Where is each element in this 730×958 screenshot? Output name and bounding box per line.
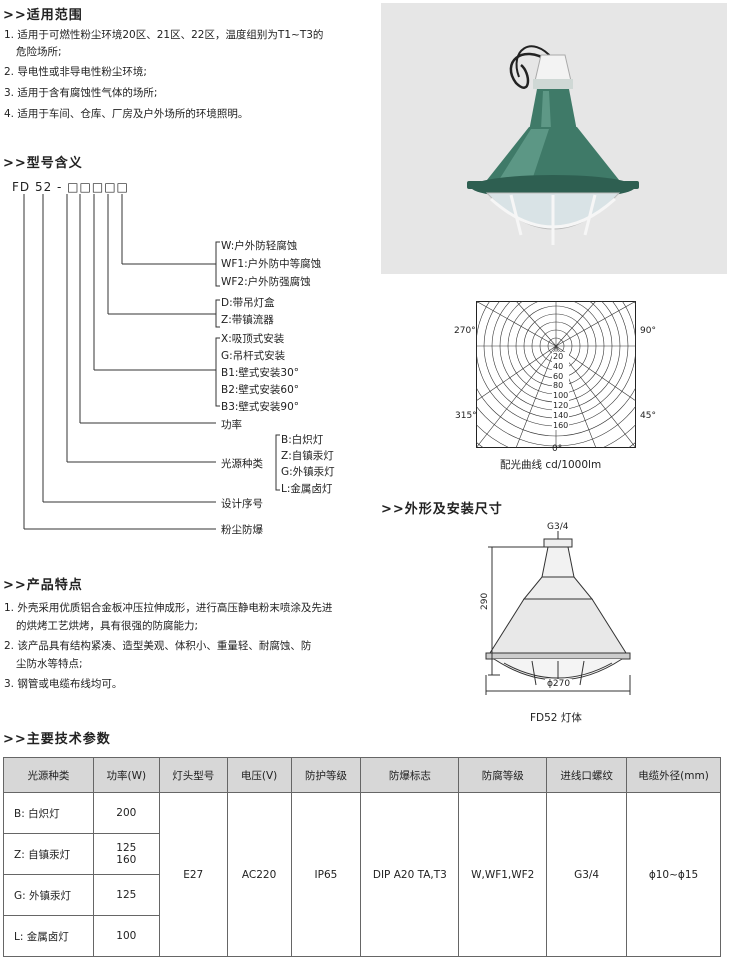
light-source-label: 光源种类: [221, 458, 263, 470]
header-ex: 防爆标志: [360, 757, 460, 793]
feature-2b: 尘防水等特点;: [16, 658, 83, 670]
lamp-photo: [381, 3, 727, 274]
angle-0: 0°: [552, 444, 563, 454]
feature-1b: 的烘烤工艺烘烤，具有很强的防腐能力;: [16, 620, 199, 632]
row2-source: Z: 自镇汞灯: [3, 833, 94, 875]
mount-b1: B1:壁式安装30°: [221, 367, 300, 379]
lamp-photo-illustration: [467, 45, 639, 245]
model-power: 功率: [221, 419, 242, 431]
scope-item-1b: 危险场所;: [16, 46, 62, 58]
ring-80: 80: [553, 381, 564, 391]
row4-source: L: 金属卤灯: [3, 915, 94, 957]
polar-caption: 配光曲线 cd/1000lm: [500, 459, 602, 471]
dim-diameter: ϕ270: [545, 679, 573, 689]
table-row: B: 白炽灯 200 E27 AC220 IP65 DIP A20 TA,T3 …: [3, 792, 721, 957]
ring-40: 40: [553, 361, 564, 371]
header-source: 光源种类: [3, 757, 94, 793]
spec-title: >>主要技术参数: [3, 732, 111, 747]
light-source-l: L:金属卤灯: [281, 483, 333, 495]
spec-table: 光源种类 功率(W) 灯头型号 电压(V) 防护等级 防爆标志 防腐等级 进线口…: [3, 757, 721, 957]
light-source-b: B:白炽灯: [281, 434, 324, 446]
row2-power-a: 125: [116, 842, 137, 854]
table-row: Z: 自镇汞灯 125 160: [3, 833, 721, 875]
ex-mark: DIP A20 TA,T3: [360, 792, 460, 957]
row3-source: G: 外镇汞灯: [3, 874, 94, 916]
row1-power: 200: [92, 792, 160, 834]
model-tree-lines: [23, 194, 280, 530]
header-voltage: 电压(V): [226, 757, 292, 793]
header-anticorrosion: 防腐等级: [458, 757, 548, 793]
design-number: 设计序号: [221, 498, 263, 510]
header-thread: 进线口螺纹: [546, 757, 628, 793]
dimension-title: >>外形及安装尺寸: [381, 502, 503, 517]
header-cable: 电缆外径(mm): [626, 757, 721, 793]
dustproof: 粉尘防爆: [221, 524, 263, 536]
feature-3: 3. 钢管或电缆布线均可。: [4, 678, 123, 690]
row2-power-b: 160: [116, 854, 137, 866]
corrosion-w: W:户外防轻腐蚀: [221, 240, 298, 252]
corrosion-wf2: WF2:户外防强腐蚀: [221, 276, 311, 288]
accessory-d: D:带吊灯盒: [221, 297, 275, 309]
ring-20: 20: [553, 352, 564, 361]
dim-thread: G3/4: [547, 522, 569, 532]
row4-power: 100: [92, 915, 160, 957]
mount-b3: B3:壁式安装90°: [221, 401, 300, 413]
header-ip: 防护等级: [290, 757, 362, 793]
angle-315: 315°: [455, 411, 477, 421]
header-power: 功率(W): [92, 757, 160, 793]
thread: G3/4: [546, 792, 628, 957]
header-base: 灯头型号: [158, 757, 228, 793]
polar-ring-labels: 20 40 60 80 100 120 140 160: [552, 352, 570, 431]
corrosion-wf1: WF1:户外防中等腐蚀: [221, 258, 322, 270]
model-title: >>型号含义: [3, 156, 83, 171]
mount-x: X:吸顶式安装: [221, 333, 285, 345]
features-title: >>产品特点: [3, 578, 83, 593]
row1-source: B: 白炽灯: [3, 792, 94, 834]
model-code: FD 52 - □□□□□: [12, 180, 129, 194]
row2-power: 125 160: [92, 833, 160, 875]
lamp-base: E27: [158, 792, 228, 957]
anticorrosion: W,WF1,WF2: [458, 792, 548, 957]
mount-g: G:吊杆式安装: [221, 350, 286, 362]
ring-60: 60: [553, 371, 564, 381]
scope-item-2: 2. 导电性或非导电性粉尘环境;: [4, 66, 147, 78]
spec-header-row: 光源种类 功率(W) 灯头型号 电压(V) 防护等级 防爆标志 防腐等级 进线口…: [3, 757, 721, 793]
scope-title: >>适用范围: [3, 8, 83, 23]
ring-160: 160: [553, 420, 569, 430]
voltage: AC220: [226, 792, 292, 957]
mount-b2: B2:壁式安装60°: [221, 384, 300, 396]
table-row: G: 外镇汞灯 125: [3, 874, 721, 916]
ip-rating: IP65: [290, 792, 362, 957]
feature-1: 1. 外壳采用优质铝合金板冲压拉伸成形，进行高压静电粉末喷涂及先进: [4, 602, 333, 614]
angle-45: 45°: [640, 411, 656, 421]
angle-270: 270°: [454, 326, 476, 336]
light-source-g: G:外镇汞灯: [281, 466, 335, 478]
dim-caption: FD52 灯体: [530, 712, 582, 724]
feature-2: 2. 该产品具有结构紧凑、造型美观、体积小、重量轻、耐腐蚀、防: [4, 640, 312, 652]
angle-90: 90°: [640, 326, 656, 336]
cable-diameter: ϕ10~ϕ15: [626, 792, 721, 957]
row3-power: 125: [92, 874, 160, 916]
dim-height: 290: [480, 592, 490, 610]
accessory-z: Z:带镇流器: [221, 314, 274, 326]
scope-item-1: 1. 适用于可燃性粉尘环境20区、21区、22区，温度组别为T1~T3的: [4, 29, 324, 41]
scope-item-4: 4. 适用于车间、仓库、厂房及户外场所的环境照明。: [4, 108, 249, 120]
light-source-z: Z:自镇汞灯: [281, 450, 334, 462]
dimension-drawing: [485, 531, 631, 695]
table-row: L: 金属卤灯 100: [3, 915, 721, 957]
scope-item-3: 3. 适用于含有腐蚀性气体的场所;: [4, 87, 158, 99]
ring-100: 100: [553, 391, 569, 401]
ring-140: 140: [553, 410, 569, 420]
ring-120: 120: [553, 400, 569, 410]
